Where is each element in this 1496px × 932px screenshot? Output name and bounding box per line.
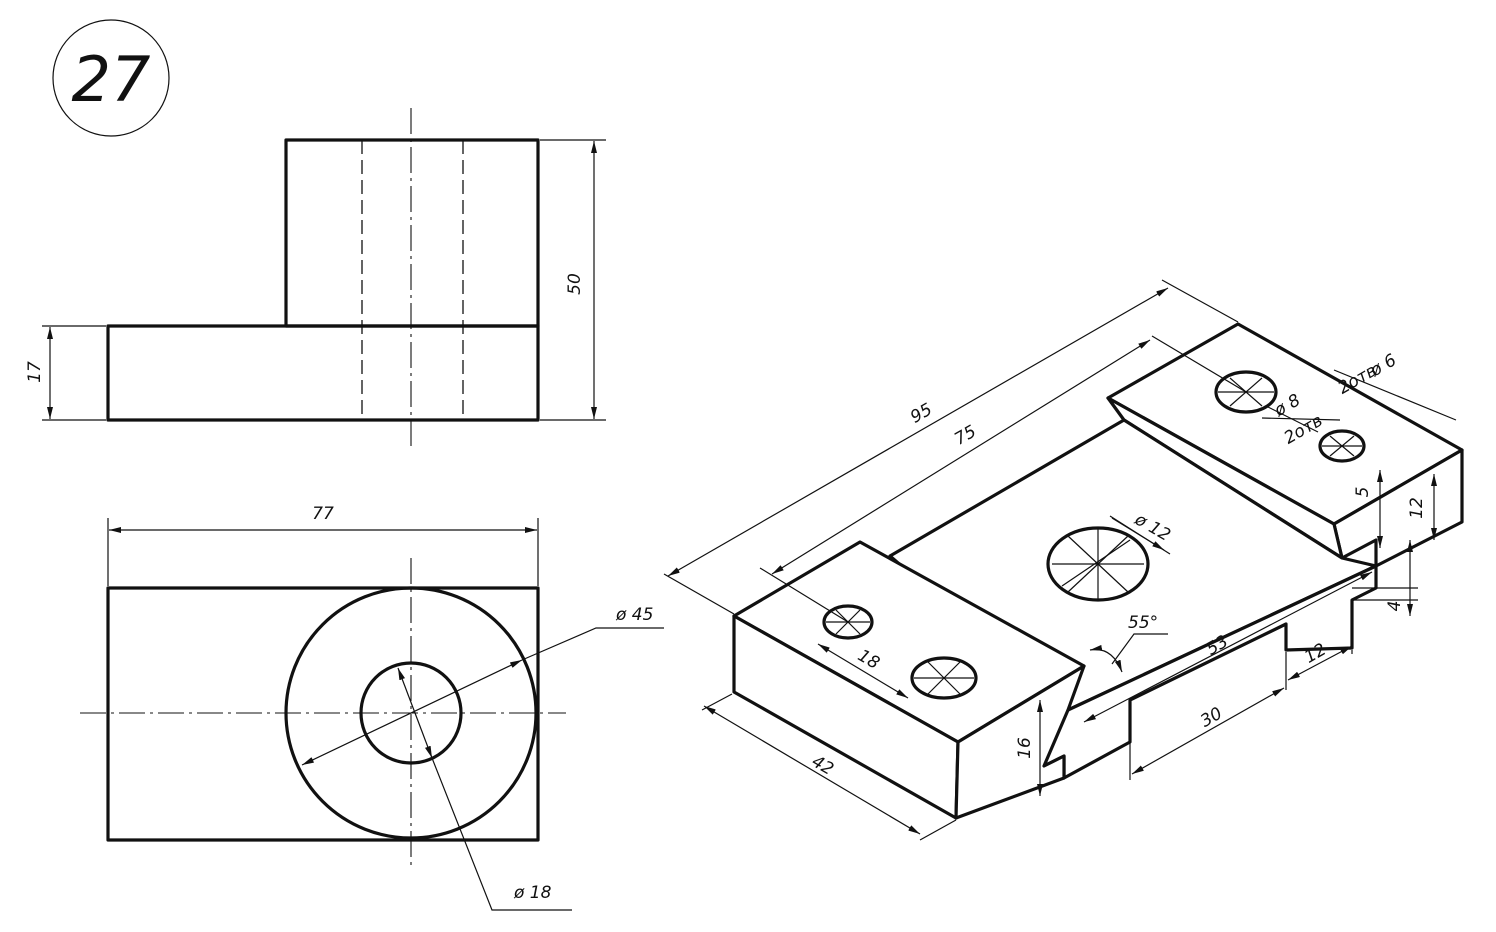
dim-line-12-groove [1287,645,1353,681]
dim-line-18 [817,643,909,699]
iso-left-hole-1 [822,604,874,640]
top-view-outline [106,586,540,842]
iso-right-hole-2 [1318,429,1366,463]
dim-label-77: 77 [312,504,334,524]
dim-line-30 [1131,687,1285,775]
dim-label-d18: ø 18 [513,883,552,903]
dim-label-50: 50 [565,273,585,295]
dim-line-75 [771,339,1151,575]
top-view: 77 ø 45 ø 18 [80,504,664,911]
dim-label-30: 30 [1197,704,1226,732]
dim-label-d45: ø 45 [615,605,653,625]
dim-label-4: 4 [1385,601,1405,612]
dim-label-17: 17 [25,361,45,383]
dim-line-d12 [1111,517,1165,551]
dim-label-42: 42 [808,752,837,780]
dim-label-5: 5 [1353,487,1373,498]
iso-right-hole-1 [1214,370,1278,414]
iso-left-block-side [954,664,1086,820]
isometric-view: 95 75 18 42 16 ø 12 55° 53 12 [663,279,1464,841]
dim-line-42 [703,705,921,835]
dim-label-12-height: 12 [1407,497,1427,519]
sheet-number: 27 [72,43,151,116]
dim-label-16: 16 [1015,737,1035,759]
iso-left-hole-2 [910,656,978,700]
front-view-base [106,324,540,422]
dim-label-75: 75 [951,422,980,450]
dim-label-55: 55° [1128,613,1158,633]
sheet-number-badge: 27 [52,19,170,137]
front-view: 50 17 [25,108,606,448]
front-view-tower [284,138,540,328]
dim-line-d18 [397,667,433,759]
